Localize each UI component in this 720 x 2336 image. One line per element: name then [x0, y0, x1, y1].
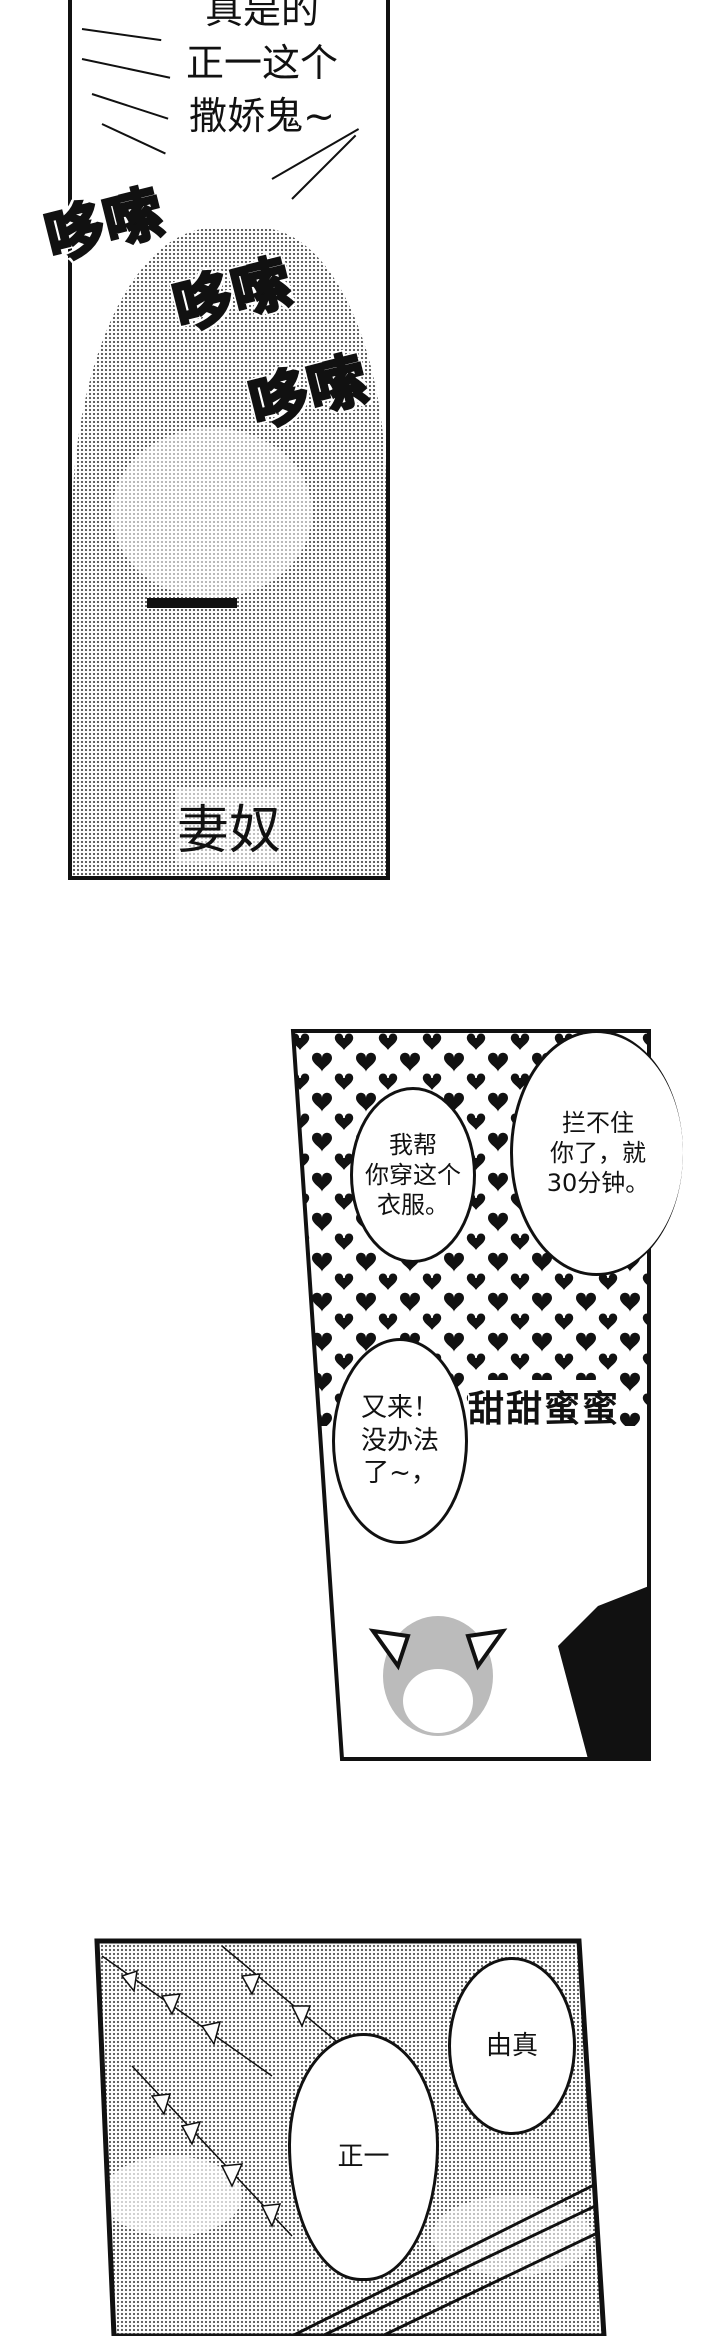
- speech-bubble-30-minutes: 拦不住 你了，就 30分钟。: [510, 1030, 683, 1276]
- speech-bubble-yuma: 由真: [448, 1957, 576, 2135]
- narration-line: 正一这个: [185, 41, 338, 85]
- speech-bubble-again: 又来！ 没办法 了~，: [332, 1338, 468, 1544]
- speech-bubble-shouichi: 正一: [288, 2033, 439, 2281]
- tree-branches: [101, 1945, 343, 2237]
- comic-panel-1: 真是的 正一这个 撒娇鬼~ 妻奴: [68, 0, 390, 880]
- narration-text: 真是的 正一这个 撒娇鬼~: [132, 0, 386, 143]
- building-roof: [291, 2174, 604, 2336]
- speech-bubble-help-dress: 我帮 你穿这个 衣服。: [350, 1087, 476, 1263]
- dark-haired-character: [558, 1586, 649, 1759]
- sfx-sweet: 甜甜蜜蜜: [468, 1380, 621, 1432]
- narration-line: 真是的: [204, 0, 319, 32]
- choker: [147, 598, 237, 608]
- character-face: [112, 428, 312, 598]
- narration-line: 撒娇鬼~: [189, 94, 335, 138]
- caption-text: 妻奴: [177, 788, 282, 863]
